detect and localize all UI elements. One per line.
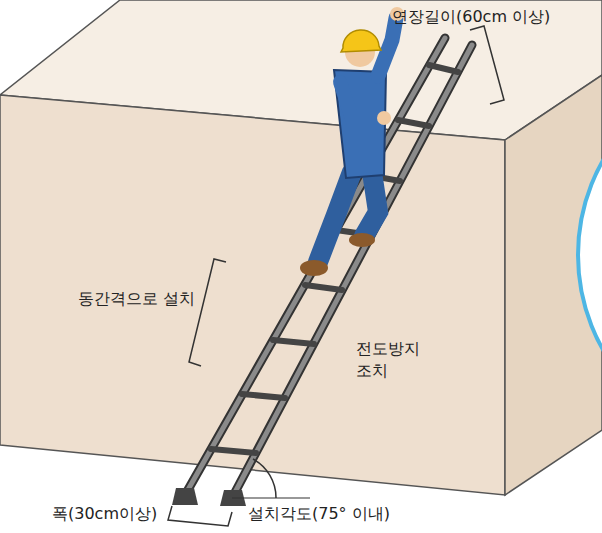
worker-boot	[300, 260, 328, 276]
ladder-rung	[398, 120, 429, 126]
ladder-rung	[305, 285, 342, 290]
spacing-bracket	[189, 259, 226, 366]
worker-helmet	[341, 30, 381, 52]
angle-arc	[253, 459, 276, 498]
wall-front-face	[0, 95, 505, 495]
ladder-rung	[429, 65, 458, 72]
ladder-rail	[232, 45, 472, 498]
worker-leg	[364, 172, 378, 236]
ladder-foot	[172, 488, 198, 505]
callout-label: 전도방지 조치	[356, 338, 430, 381]
ground-line	[232, 497, 310, 498]
worker-torso	[334, 70, 386, 178]
ladder-rail	[185, 38, 445, 495]
callout-label: 폭(30cm이상)	[52, 503, 172, 525]
ladder-rail	[185, 38, 445, 495]
detail-circle	[578, 63, 602, 447]
ladder-rung	[242, 394, 285, 398]
callout-label: 설치각도(75° 이내)	[248, 503, 428, 525]
ladder-rail	[232, 45, 472, 498]
callout-label: 동간격으로 설치	[78, 288, 228, 310]
callout-label: 연장길이(60cm 이상)	[392, 6, 592, 28]
extension-bracket	[470, 26, 504, 104]
worker-boot	[349, 233, 375, 247]
width-bracket	[168, 506, 232, 526]
ladder-rung	[273, 340, 314, 344]
worker-arm	[378, 18, 396, 76]
ladder-rung	[211, 449, 256, 453]
worker-arm	[340, 82, 380, 118]
ladder-rungs	[211, 65, 458, 453]
worker-figure	[300, 7, 404, 276]
worker-leg	[318, 172, 352, 262]
worker-hand	[377, 111, 391, 125]
